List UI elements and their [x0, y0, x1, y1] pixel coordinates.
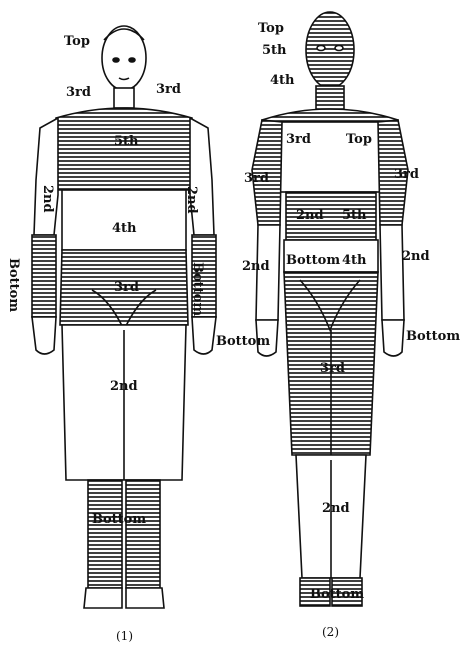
fig2-label-head-5th: 5th [262, 43, 287, 58]
fig1-label-forearm-right: Bottom [190, 262, 205, 316]
fig1-label-neck-left: 3rd [66, 85, 91, 100]
fig1-label-arm-left: 2nd [40, 185, 55, 213]
fig2-label-belly-left: 2nd [296, 208, 324, 223]
fig2-neck [316, 86, 344, 112]
fig2-right-hand [382, 320, 404, 356]
fig2-label-head-top: Top [258, 21, 284, 36]
fig2-label-arm-right: 3rd [394, 167, 419, 182]
fig1-left-arm [34, 118, 58, 235]
fig2-head [306, 12, 354, 88]
fig1-label-pelvis: 3rd [114, 280, 139, 295]
fig2-label-feet: Bottom [310, 587, 364, 602]
fig2-label-waist-left: Bottom [286, 253, 340, 268]
fig1-label-top: Top [64, 34, 90, 49]
fig1-label-forearm-left: Bottom [6, 258, 21, 312]
fig1-label-thigh: 2nd [110, 379, 138, 394]
fig1-right-arm [190, 118, 214, 235]
fig1-left-hand [32, 317, 56, 354]
fig1-right-foot [126, 588, 164, 608]
fig1-label-arm-right: 2nd [184, 186, 199, 214]
fig2-label-forearm-right: 2nd [402, 249, 430, 264]
fig1-right-hand [192, 317, 216, 354]
fig2-label-forearm-left: 2nd [242, 259, 270, 274]
fig1-label-neck-right: 3rd [156, 82, 181, 97]
fig2-label-waist-right: 4th [342, 253, 367, 268]
fig1-abdomen-zone [62, 190, 186, 250]
fig2-label-arm-left: 3rd [244, 171, 269, 186]
fig2-caption: (2) [322, 625, 339, 639]
fig1-left-forearm [32, 235, 56, 317]
fig1-left-shin [88, 480, 122, 588]
fig2-label-chest-right: Top [346, 132, 372, 147]
fig2-label-hand-left: Bottom [216, 334, 270, 349]
fig2-label-belly-right: 5th [342, 208, 367, 223]
fig1-label-chest: 5th [114, 134, 139, 149]
fig1-caption: (1) [116, 629, 133, 643]
fig1-right-shin [126, 480, 160, 588]
fig2-label-shoulder-left: 3rd [286, 132, 311, 147]
fig2-label-legs: 3rd [320, 361, 345, 376]
fig1-neck [114, 88, 134, 108]
fig1-label-abdomen: 4th [112, 221, 137, 236]
fig1-label-shin: Bottom [92, 512, 146, 527]
fig1-chest-zone [56, 108, 192, 190]
fig2-label-calf: 2nd [322, 501, 350, 516]
figure-2-body [252, 12, 408, 606]
fig2-label-head-4th: 4th [270, 73, 295, 88]
fig2-label-hand-right: Bottom [406, 329, 460, 344]
fig2-right-forearm [380, 225, 404, 320]
fig1-left-foot [84, 588, 122, 608]
